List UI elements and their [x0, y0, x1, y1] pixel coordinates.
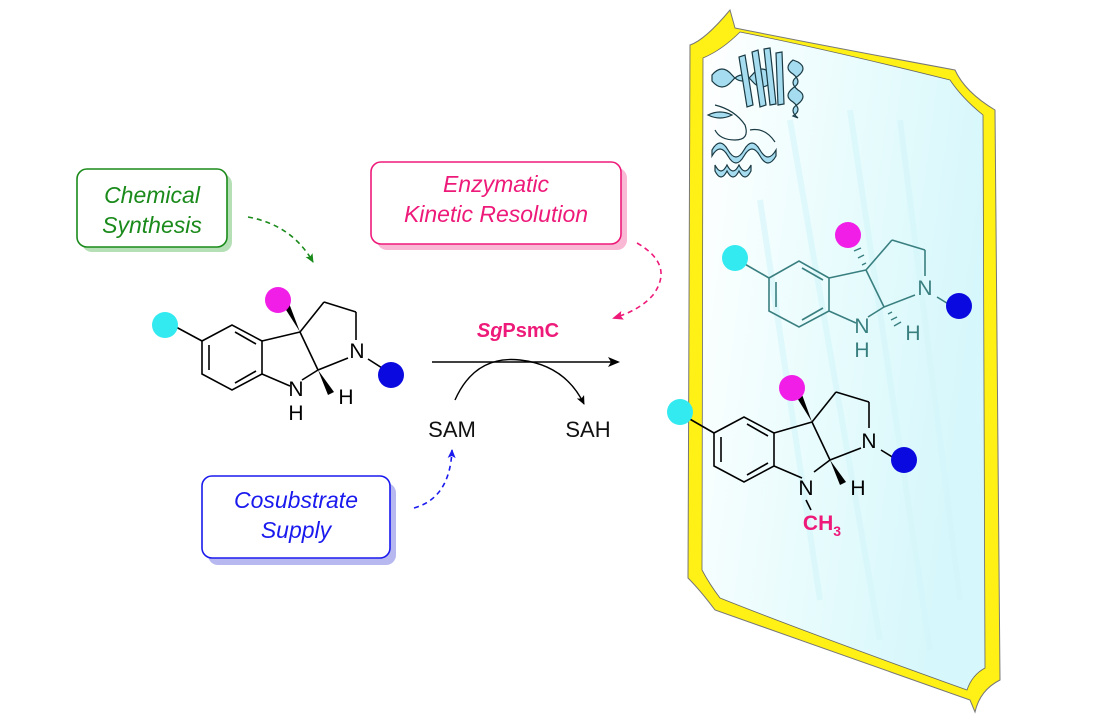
chemical-synthesis-box: Chemical Synthesis [76, 168, 232, 252]
unreacted-substituent-blue [946, 293, 972, 319]
enzyme-prefix: Sg [477, 320, 503, 342]
methylated-n1-atom: N [798, 477, 813, 500]
methylated-h-atom: H [850, 477, 865, 500]
substrate-nh-n-atom: N [288, 378, 303, 401]
unreacted-n-atom: N [917, 277, 932, 300]
unreacted-enantiomer-molecule [742, 239, 951, 328]
substituent-magenta [265, 287, 291, 313]
unreacted-substituent-cyan [722, 245, 748, 271]
sam-label: SAM [428, 417, 476, 442]
substrate-nh-h-atom: H [288, 402, 303, 425]
methylated-substituent-blue [891, 447, 917, 473]
cosubstrate-supply-arrow [413, 449, 456, 509]
methyl-label: CH [803, 512, 833, 535]
methylated-substituent-cyan [667, 399, 693, 425]
methylated-n-atom: N [861, 430, 876, 453]
protein-ribbon-icon [706, 47, 804, 178]
mirror-frame [687, 8, 1001, 714]
enzyme-label: SgPsmC [477, 320, 559, 342]
sah-label: SAH [565, 417, 610, 442]
enzymatic-resolution-line1: Enzymatic [443, 171, 550, 197]
enzyme-suffix: PsmC [502, 320, 559, 342]
methylated-product-atoms: N N H [798, 430, 876, 500]
enzymatic-resolution-line2: Kinetic Resolution [404, 201, 588, 227]
unreacted-substituent-magenta [835, 222, 861, 248]
unreacted-h-atom: H [905, 322, 920, 345]
substrate-h-atom: H [338, 386, 353, 409]
methyl-group-label: CH3 [803, 512, 841, 539]
methylated-substituent-magenta [779, 375, 805, 401]
unreacted-nh-h-atom: H [854, 339, 869, 362]
substrate-atoms: N N H H [288, 340, 364, 425]
reaction-arrow-group: SgPsmC SAM SAH [428, 320, 620, 442]
chemical-synthesis-arrow [247, 216, 314, 263]
enzymatic-resolution-box: Enzymatic Kinetic Resolution [370, 161, 627, 250]
cosubstrate-supply-line1: Cosubstrate [234, 487, 358, 513]
unreacted-enantiomer-atoms: N N H H [854, 277, 932, 362]
methyl-subscript: 3 [833, 523, 841, 539]
enzymatic-resolution-arrow [612, 242, 662, 320]
cosubstrate-supply-box: Cosubstrate Supply [201, 475, 396, 565]
frame-glass [701, 31, 986, 691]
chemical-synthesis-line2: Synthesis [102, 212, 202, 238]
cosubstrate-supply-line2: Supply [261, 517, 333, 543]
substituent-cyan [152, 312, 178, 338]
substrate-n-atom: N [349, 340, 364, 363]
cosubstrate-curved-arrow [454, 358, 585, 405]
unreacted-nh-n-atom: N [854, 315, 869, 338]
chemical-synthesis-line1: Chemical [104, 182, 201, 208]
substituent-blue [378, 362, 404, 388]
